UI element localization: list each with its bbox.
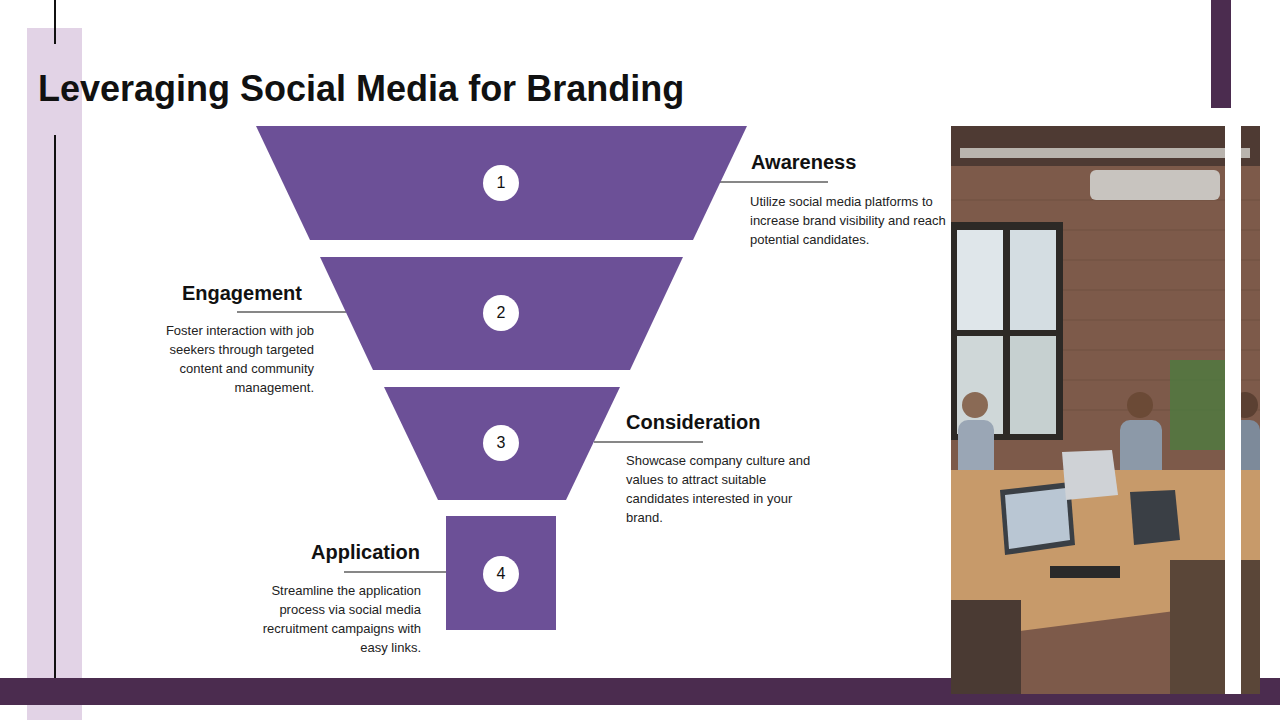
slide-title: Leveraging Social Media for Branding: [38, 68, 684, 110]
funnel-stage: 2EngagementFoster interaction with job s…: [320, 257, 683, 370]
funnel-segment: [320, 257, 683, 370]
stage-description: Showcase company culture and values to a…: [626, 451, 821, 527]
step-number: 2: [483, 295, 519, 331]
step-number: 3: [483, 425, 519, 461]
funnel-stage: 4ApplicationStreamline the application p…: [446, 516, 556, 630]
side-band: [27, 28, 82, 720]
funnel-stage: 1AwarenessUtilize social media platforms…: [256, 126, 747, 240]
step-number: 1: [483, 165, 519, 201]
stage-description: Streamline the application process via s…: [241, 581, 421, 657]
stage-heading: Engagement: [182, 281, 302, 305]
funnel-segment: [256, 126, 747, 240]
funnel-segment: [384, 387, 620, 500]
stage-heading: Consideration: [626, 410, 760, 434]
stage-heading: Awareness: [751, 150, 856, 174]
stage-description: Utilize social media platforms to increa…: [750, 192, 950, 249]
side-rule: [54, 0, 56, 44]
corner-bar: [1211, 0, 1231, 108]
side-rule: [54, 135, 56, 678]
stage-description: Foster interaction with job seekers thro…: [139, 321, 314, 397]
leader-lines: [237, 182, 828, 572]
step-number: 4: [483, 556, 519, 592]
funnel-segment: [446, 516, 556, 630]
office-photo: [951, 126, 1260, 694]
funnel-stage: 3ConsiderationShowcase company culture a…: [384, 387, 620, 500]
stage-heading: Application: [311, 540, 420, 564]
